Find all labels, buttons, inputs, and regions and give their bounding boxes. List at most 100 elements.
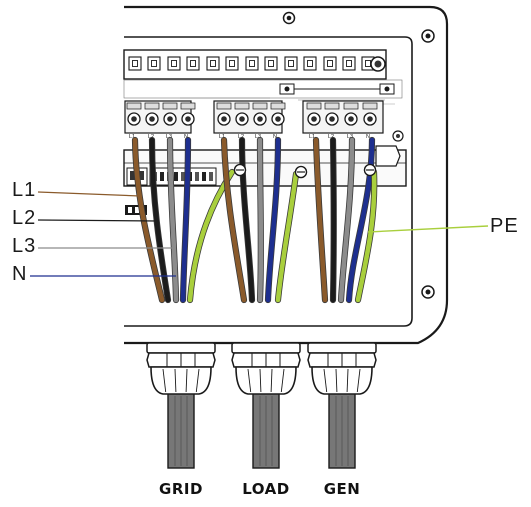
terminal-screw-head	[367, 116, 373, 122]
wires	[131, 136, 378, 304]
terminal-lever	[270, 102, 286, 110]
load-terminal-labels: L1 L2 L3 N	[219, 134, 277, 140]
l1-label: L1	[12, 179, 36, 201]
strip-contact-inner	[249, 60, 255, 67]
load-terminal-block	[213, 100, 286, 134]
callout-lines	[30, 191, 489, 277]
terminal-label: N	[184, 134, 188, 140]
terminal-screw-head	[311, 116, 317, 122]
terminal-lever	[252, 102, 268, 110]
top-right-screw	[421, 29, 435, 43]
gen-terminal-block	[302, 100, 384, 134]
terminal-screw-head	[149, 116, 155, 122]
gland-flange	[146, 342, 216, 354]
gland-cap-ridge	[247, 368, 252, 393]
terminal-screw-head	[329, 116, 335, 122]
strip-contact-inner	[365, 60, 371, 67]
strip-contact-inner	[171, 60, 177, 67]
gland-cap-ridge	[323, 368, 328, 393]
strip-contact-inner	[151, 60, 157, 67]
top-strip-gear-screw	[370, 56, 386, 72]
terminal-label: N	[366, 134, 370, 140]
l1-wire	[221, 137, 247, 303]
l2-label: L2	[12, 207, 36, 229]
terminal-screw-head	[221, 116, 227, 122]
pe-wire	[275, 171, 299, 303]
pe-leader-line	[367, 225, 489, 233]
gen-terminal-labels: L1 L2 L3 N	[309, 134, 370, 140]
l3-wire	[338, 137, 355, 303]
connector-pin	[209, 172, 213, 181]
strip-contact-inner	[327, 60, 333, 67]
strip-contact-inner	[210, 60, 216, 67]
connector-pin	[181, 172, 185, 181]
terminal-lever	[343, 102, 359, 110]
terminal-screw-head	[257, 116, 263, 122]
n-wire	[180, 137, 191, 303]
l1-leader-line	[37, 191, 141, 197]
connector-pin	[202, 172, 206, 181]
strip-contact-inner	[346, 60, 352, 67]
terminal-label: L1	[129, 134, 135, 140]
gland-flange	[307, 342, 377, 354]
earth-screw-top	[233, 163, 377, 179]
cable-glands	[146, 342, 377, 469]
connector-pin	[195, 172, 199, 181]
gland-cap-ridge	[356, 368, 361, 393]
l1-wire	[132, 137, 165, 303]
terminal-screw-head	[167, 116, 173, 122]
gland-cap-ridge	[335, 368, 338, 393]
gland-cap-ridge	[259, 368, 262, 393]
terminal-lever	[126, 102, 142, 110]
gland-cap-ridge	[185, 368, 188, 393]
terminal-lever	[180, 102, 196, 110]
terminal-lever	[144, 102, 160, 110]
l3-wire	[167, 137, 179, 303]
l3-wire	[257, 137, 264, 303]
terminal-label: L2	[148, 134, 154, 140]
strip-contact-inner	[307, 60, 313, 67]
grid-terminal-block	[124, 100, 196, 134]
strip-contact-inner	[190, 60, 196, 67]
connector-pin	[160, 172, 164, 181]
gland-flange	[231, 342, 301, 354]
terminal-lever	[324, 102, 340, 110]
terminal-lever	[216, 102, 232, 110]
terminal-label: L2	[328, 134, 334, 140]
bottom-right-screw	[421, 285, 435, 299]
signal-connector	[149, 167, 217, 186]
l2-leader-line	[37, 219, 159, 222]
gland-cap-ridge	[174, 368, 177, 393]
terminal-label: N	[273, 134, 277, 140]
connector-pin	[174, 172, 178, 181]
gland-cap-ridge	[280, 368, 285, 393]
l2-wire	[239, 137, 255, 303]
terminal-screw-head	[185, 116, 191, 122]
l2-wire	[149, 137, 171, 303]
terminal-lever	[306, 102, 322, 110]
gland-cap	[235, 366, 297, 395]
terminal-label: L3	[166, 134, 172, 140]
terminal-label: L1	[309, 134, 315, 140]
gland-cap	[150, 366, 212, 395]
terminal-lever	[362, 102, 378, 110]
top-screw	[282, 11, 296, 25]
strip-contact-inner	[288, 60, 294, 67]
gen-port-label: GEN	[324, 480, 361, 498]
gland-cap-ridge	[346, 368, 349, 393]
load-port-label: LOAD	[242, 480, 289, 498]
terminal-label: L1	[219, 134, 225, 140]
gland-cap-ridge	[162, 368, 167, 393]
pe-label: PE	[490, 215, 519, 237]
terminal-label: L3	[347, 134, 353, 140]
terminal-screw-head	[348, 116, 354, 122]
terminal-screw-head	[275, 116, 281, 122]
gland-cap-ridge	[270, 368, 273, 393]
gland-cap-ridge	[195, 368, 200, 393]
gland-cap	[311, 366, 373, 395]
terminal-screw-head	[131, 116, 137, 122]
top-terminal-strip	[123, 49, 387, 80]
terminal-label: L2	[238, 134, 244, 140]
terminal-lever	[162, 102, 178, 110]
